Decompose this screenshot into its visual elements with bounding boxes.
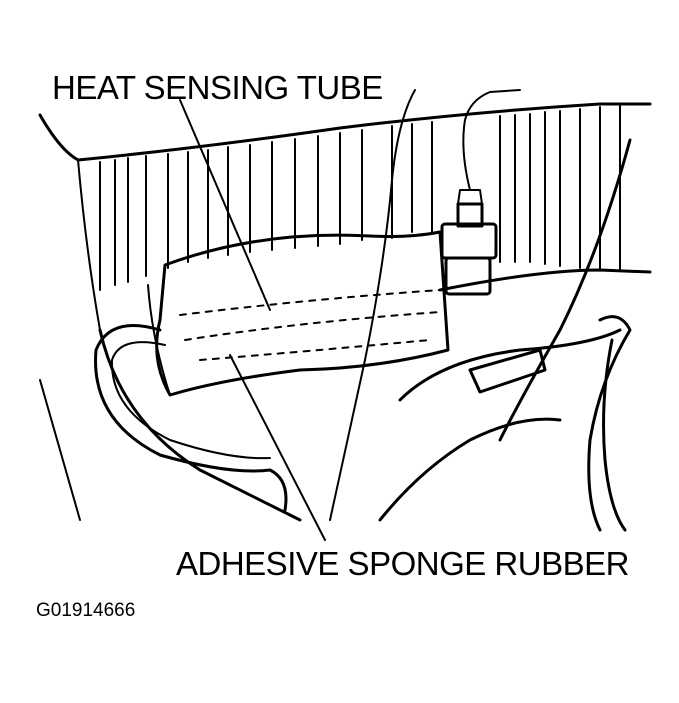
adhesive-sponge-rubber-label: ADHESIVE SPONGE RUBBER (176, 545, 629, 582)
sponge-rubber (155, 230, 450, 397)
heat-tube-hidden-3 (199, 339, 431, 361)
housing-lower-right (378, 417, 562, 522)
housing-lower-left (98, 328, 302, 522)
left-edge-line (39, 379, 81, 521)
heat-tube-hidden-2 (184, 311, 441, 341)
heat-tube-hidden-1 (179, 289, 441, 316)
evaporator-left-edge (77, 159, 101, 331)
capillary-tube-2 (329, 89, 416, 521)
sponge-rubber-fold (147, 284, 171, 396)
evaporator-fins (99, 105, 621, 291)
evaporator-top-edge (38, 102, 652, 162)
evaporator-bottom-edge (438, 268, 652, 292)
heat-sensing-tube-label: HEAT SENSING TUBE (52, 69, 383, 106)
refrigerant-pipe-inner (110, 341, 271, 460)
sensor-fitting (440, 189, 498, 296)
figure-id: G01914666 (36, 600, 136, 621)
leader-heat-sensing-tube (179, 99, 271, 311)
refrigerant-pipe (94, 324, 288, 512)
capillary-tube (462, 89, 521, 191)
housing-lower-curve (398, 328, 622, 402)
leader-adhesive-sponge-rubber (229, 354, 326, 541)
pipe-right (587, 315, 632, 532)
pipe-right-inner (602, 338, 627, 532)
bracket (468, 348, 547, 394)
housing-right-edge (498, 138, 632, 442)
